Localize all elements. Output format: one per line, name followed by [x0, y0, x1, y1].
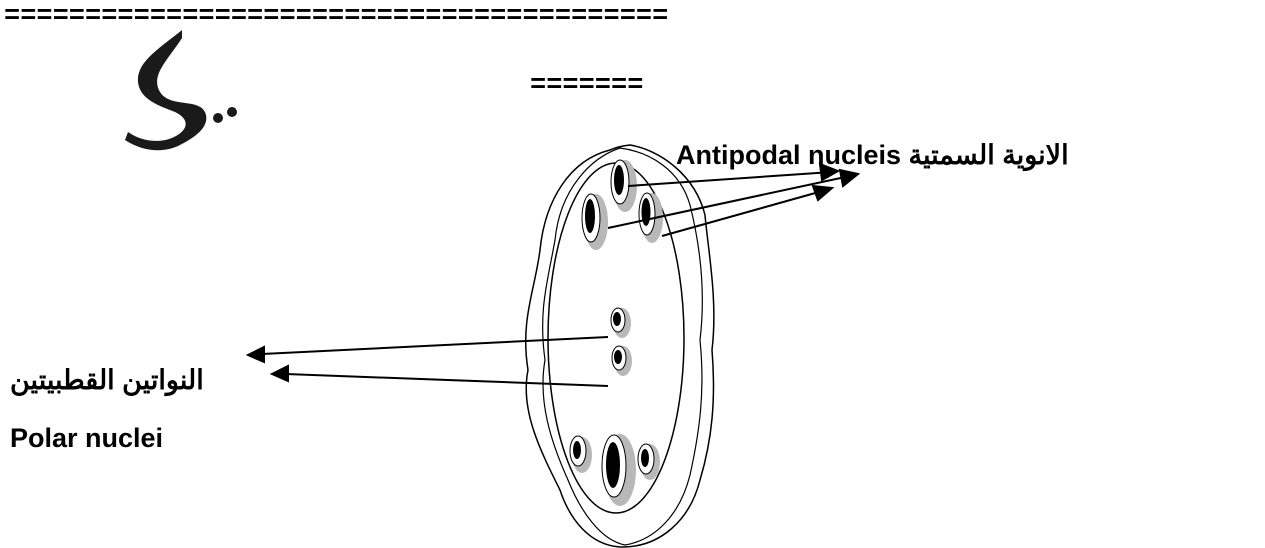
polar-nucleus	[611, 308, 631, 338]
egg-nucleus	[602, 434, 636, 506]
synergid-nucleus	[638, 444, 660, 480]
polar-pointer-arrows	[248, 337, 608, 386]
watermark-logo	[125, 30, 237, 150]
antipodal-nucleus	[582, 194, 608, 250]
polar-nucleus	[612, 346, 632, 376]
synergid-nucleus	[570, 436, 592, 473]
polar-nuclei-english-label: Polar nuclei	[10, 423, 163, 454]
polar-nuclei-arabic-label: النواتين القطبيتين	[10, 365, 204, 396]
antipodal-nuclei-label: Antipodal nucleis الانوية السمتية	[676, 140, 1069, 171]
